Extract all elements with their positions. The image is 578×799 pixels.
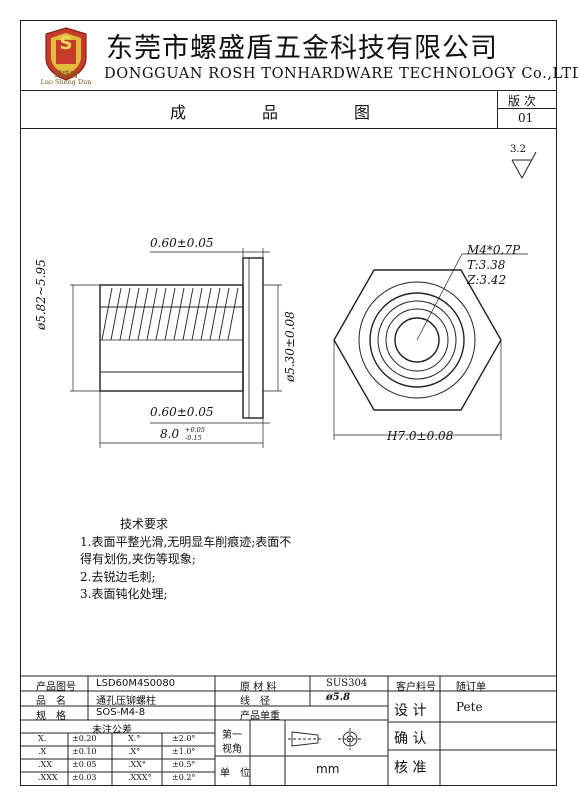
spec-label: 规 格	[36, 711, 66, 722]
company-name-en: DONGGUAN ROSH TONHARDWARE TECHNOLOGY Co.…	[104, 66, 578, 82]
product-code-value: LSD60M4S0080	[96, 678, 176, 689]
name-value: 通孔压铆螺柱	[96, 696, 156, 707]
design-label: 设 计	[394, 703, 427, 719]
tolerance-header: 未注公差	[92, 725, 132, 736]
confirm-label: 确 认	[394, 731, 427, 747]
design-value: Pete	[456, 700, 483, 714]
header-divider-top	[20, 90, 557, 91]
unit-label: 单 位	[220, 768, 250, 779]
title-char-1: 成	[170, 103, 187, 122]
notes-title: 技术要求	[120, 517, 169, 531]
dim-thread: M4*0.7P	[467, 243, 521, 257]
dim-thread-z: Z:3.42	[467, 273, 507, 287]
tol-afmt-1: .X°	[128, 747, 141, 756]
version-label: 版 次	[508, 94, 536, 108]
side-view	[70, 248, 282, 448]
top-view	[333, 253, 528, 440]
spec-value: SOS-M4-8	[96, 707, 146, 718]
dim-length-tol-lower: -0.15	[185, 434, 202, 442]
tol-afmt-2: .XX°	[128, 760, 146, 769]
header-vsplit	[497, 90, 498, 128]
tol-val-2: ±0.05	[72, 760, 97, 769]
surface-finish-value: 3.2	[510, 144, 526, 155]
tol-aval-0: ±2.0°	[172, 734, 196, 743]
dim-flange-top: 0.60±0.05	[150, 236, 214, 250]
weight-label: 产品单重	[240, 711, 280, 722]
logo-text-en: Luo Sheng Dun	[40, 78, 92, 86]
title-char-2: 品	[262, 103, 279, 122]
dim-length: 8.0	[160, 427, 180, 441]
dim-thread-t: T:3.38	[467, 258, 506, 272]
dim-length-tol-upper: +0.05	[185, 426, 205, 434]
first-angle-projection-icon	[288, 728, 362, 750]
projection-label-2: 视角	[222, 744, 242, 755]
company-name-cn: 东莞市螺盛盾五金科技有限公司	[106, 33, 498, 64]
company-logo	[45, 27, 87, 81]
title-char-3: 图	[354, 103, 371, 122]
note-line-1: 1.表面平整光滑,无明显车削痕迹;表面不	[80, 535, 292, 549]
material-value: SUS304	[326, 678, 368, 689]
surface-finish-symbol	[511, 151, 537, 179]
dim-hex: H7.0±0.08	[387, 429, 454, 443]
material-label: 原 材 料	[240, 682, 277, 693]
note-line-2: 得有划伤,夹伤等现象;	[80, 552, 196, 566]
tol-aval-3: ±0.2°	[172, 773, 196, 782]
wire-label: 线 径	[240, 696, 270, 707]
note-line-4: 3.表面钝化处理;	[80, 587, 168, 601]
version-value: 01	[518, 111, 534, 125]
verify-label: 核 准	[394, 760, 427, 776]
order-value: 随订单	[456, 682, 486, 693]
dim-flange-bottom: 0.60±0.05	[150, 405, 214, 419]
tol-fmt-2: .XX	[38, 760, 52, 769]
name-label: 品 名	[36, 696, 66, 707]
logo-letter: S	[59, 33, 73, 54]
tol-val-1: ±0.10	[72, 747, 97, 756]
projection-label-1: 第一	[222, 730, 242, 741]
header-divider-bottom	[20, 128, 557, 129]
customer-code-label: 客户料号	[396, 682, 436, 693]
tol-aval-2: ±0.5°	[172, 760, 196, 769]
tol-fmt-3: .XXX	[38, 773, 58, 782]
tol-val-0: ±0.20	[72, 734, 97, 743]
product-code-label: 产品图号	[36, 682, 76, 693]
version-split	[497, 108, 557, 109]
tol-afmt-0: X.°	[128, 734, 141, 743]
unit-value: mm	[316, 762, 340, 776]
logo-text-cn: 螺盛盾	[54, 70, 78, 79]
wire-value: ø5.8	[326, 692, 351, 703]
tol-fmt-0: X.	[38, 734, 47, 743]
note-line-3: 2.去锐边毛刺;	[80, 570, 156, 584]
tol-afmt-3: .XXX°	[128, 773, 152, 782]
tol-fmt-1: .X	[38, 747, 47, 756]
drawing-frame	[20, 20, 557, 786]
tol-aval-1: ±1.0°	[172, 747, 196, 756]
tol-val-3: ±0.03	[72, 773, 97, 782]
